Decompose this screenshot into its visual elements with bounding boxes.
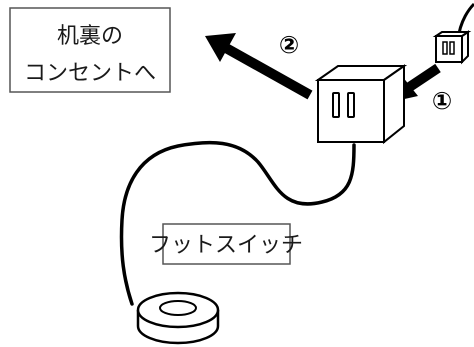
foot-switch-icon [136,291,220,345]
plug-front-face [435,35,463,63]
plug-prong-left [442,41,448,55]
arrow-2-shaft [223,43,313,100]
plug-icon [432,2,474,65]
tap-socket-left [332,92,340,118]
foot-switch-label: フットスイッチ [149,223,303,265]
tap-socket-right [347,92,355,118]
step-1-label: ① [432,87,452,115]
foot-switch-cord [119,140,356,306]
foot-switch-center [159,300,197,316]
desk-outlet-label-line1: 机裏の [57,24,123,49]
plug-prong-right [449,41,455,55]
power-tap-icon [314,64,408,145]
arrow-1-shaft [405,63,441,93]
desk-outlet-label-box [9,7,171,93]
foot-switch-label-box [162,223,291,265]
arrow-2-head [205,33,236,62]
desk-outlet-label-line2: コンセントへ [24,61,156,86]
desk-outlet-label: 机裏の コンセントへ [9,7,171,93]
foot-switch-label-text: フットスイッチ [149,233,303,258]
step-2-label: ② [279,31,299,59]
arrow-step-2 [205,33,313,100]
tap-side-face [383,64,405,145]
